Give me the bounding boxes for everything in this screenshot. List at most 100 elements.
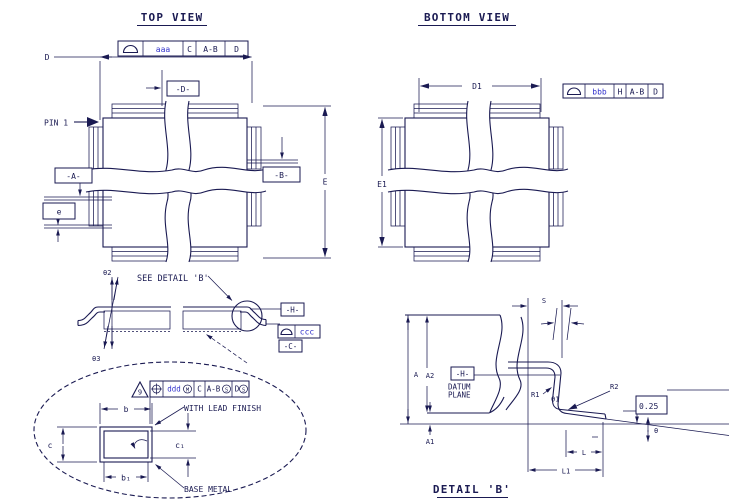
fcf-ddd-ref2: A-B: [207, 385, 221, 394]
profile-of-line-symbol-icon: [280, 328, 293, 336]
fcf-ddd-ref3: D: [235, 385, 240, 394]
lead-cross-section: 9 ddd M C A-B S D S: [33, 361, 307, 499]
mmc-modifier-icon: M: [183, 384, 192, 394]
dim-l1: L1: [529, 468, 602, 476]
theta2-label: θ2: [103, 269, 111, 277]
profile-of-line-symbol-icon: [122, 44, 139, 54]
bottom-view-title: BOTTOM VIEW: [424, 11, 510, 24]
detail-b-circle: [231, 300, 263, 332]
top-view-title: TOP VIEW: [141, 11, 204, 24]
dim-a2-label: A2: [426, 372, 434, 380]
dim-c1: c₁: [150, 413, 196, 477]
fcf-ddd: ddd M C A-B S D S: [149, 380, 250, 424]
fcf-bbb-tolerance: bbb: [592, 88, 607, 97]
theta3-label: θ3: [92, 355, 100, 363]
dim-e: E: [263, 105, 331, 259]
datum-plane-label-1: DATUM: [448, 383, 471, 392]
theta-label: θ: [654, 427, 658, 435]
gauge-025-label: 0.25: [639, 402, 658, 411]
lead-angle-gauge: θ2 θ3: [92, 269, 119, 363]
dim-d: D: [45, 53, 253, 120]
detail-b-datum-h: -H- DATUM PLANE: [448, 366, 560, 400]
dim-a-label: A: [414, 371, 419, 379]
fcf-bbb: bbb H A-B D: [562, 83, 664, 99]
detail-b-title: DETAIL 'B': [433, 483, 511, 496]
datum-h-label: -H-: [456, 370, 470, 379]
gauge-025: 0.25: [623, 389, 729, 423]
dim-b: b: [99, 403, 153, 424]
dim-e1: E1: [377, 117, 403, 248]
theta-dim: θ: [646, 417, 658, 442]
detail-b: -H- DATUM PLANE A A2 A1 S: [400, 297, 730, 499]
dim-c-label: c: [48, 441, 53, 450]
see-detail-callout: SEE DETAIL 'B': [137, 274, 263, 332]
dim-l: L: [565, 422, 604, 477]
bottom-view-package: [387, 100, 569, 263]
dim-l-label: L: [582, 449, 586, 457]
dim-a1: A1: [426, 402, 434, 446]
with-lead-finish-label: WITH LEAD FINISH: [184, 404, 261, 413]
dim-a2: A2: [425, 316, 434, 412]
dim-s: S: [512, 297, 578, 472]
fcf-ddd-ref1: C: [197, 385, 202, 394]
datum-h-flag: -H-: [250, 302, 305, 317]
dim-d-label: D: [45, 53, 50, 62]
pin1-label: PIN 1: [44, 119, 68, 128]
r2-label: R2: [610, 383, 618, 391]
pin1-callout: PIN 1: [44, 117, 99, 128]
r2-callout: R2: [568, 383, 618, 410]
dim-b1: b₁: [103, 462, 149, 483]
with-lead-finish-callout: WITH LEAD FINISH: [154, 404, 261, 426]
fcf-aaa-ref1: C: [187, 45, 192, 54]
datum-b-label: -B-: [274, 171, 288, 180]
svg-text:M: M: [186, 387, 190, 393]
side-view: θ2 θ3 SEE DETAIL 'B' -H- ccc: [77, 269, 321, 364]
datum-d-label: -D-: [176, 85, 190, 94]
finish-layer-hook-icon: [130, 439, 148, 449]
fcf-bbb-ref3: D: [653, 88, 658, 97]
rfs-modifier2-icon: S: [239, 384, 248, 394]
base-metal-callout: BASE METAL: [155, 464, 232, 494]
dim-e1-label: E1: [377, 180, 387, 189]
dim-b-label: b: [124, 405, 129, 414]
datum-h-label: -H-: [286, 306, 300, 315]
dim-c1-label: c₁: [175, 441, 185, 450]
svg-text:S: S: [225, 387, 228, 393]
dim-a: A: [406, 315, 419, 424]
dim-c: c: [48, 426, 97, 463]
note-triangle: 9: [131, 380, 149, 398]
fcf-ccc-tolerance: ccc: [300, 328, 315, 337]
dim-d1: D1: [418, 78, 542, 112]
pitch-e-dim: e: [42, 202, 76, 242]
magnifier-leader: [206, 334, 248, 364]
r1-label: R1: [531, 391, 539, 399]
fcf-bbb-ref2: A-B: [630, 88, 645, 97]
fcf-ddd-tolerance: ddd: [167, 385, 181, 394]
see-detail-label: SEE DETAIL 'B': [137, 274, 209, 284]
dim-e-label: E: [323, 178, 328, 187]
dim-d1-label: D1: [472, 82, 482, 91]
note-number: 9: [138, 389, 142, 397]
fcf-bbb-ref1: H: [618, 88, 623, 97]
profile-of-line-symbol-icon: [566, 87, 582, 96]
svg-text:S: S: [242, 387, 245, 393]
dim-l1-label: L1: [562, 468, 570, 476]
dim-a1-label: A1: [426, 438, 434, 446]
theta1-label: θ1: [551, 396, 559, 404]
dim-b1-label: b₁: [121, 474, 131, 483]
position-symbol-icon: [151, 383, 162, 395]
bottom-view: BOTTOM VIEW D1 bbb H A-B D E1: [377, 11, 664, 263]
fcf-aaa-ref2: A-B: [203, 45, 218, 54]
lead-row-right: [182, 306, 267, 332]
base-metal-label: BASE METAL: [184, 485, 232, 494]
fcf-aaa: aaa C A-B D: [117, 40, 249, 57]
datum-c-flag: -C-: [278, 339, 303, 353]
detail-boundary-ellipse: [33, 361, 307, 499]
pitch-e-label: e: [57, 208, 62, 217]
lead-row-left: [77, 306, 171, 332]
datum-d-flag: -D-: [146, 70, 200, 106]
detail-b-body: [405, 314, 524, 414]
r1-callout: R1: [531, 387, 552, 399]
